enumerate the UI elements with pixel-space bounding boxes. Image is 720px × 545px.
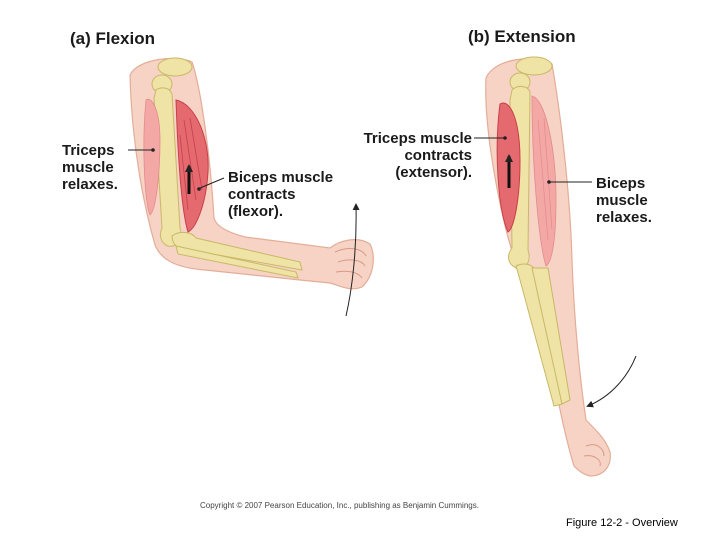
flexion-ulna — [175, 245, 299, 279]
extension-shoulder-bone — [515, 56, 553, 76]
extension-motion-arrow — [586, 355, 637, 408]
flexion-triceps-muscle — [143, 98, 161, 216]
flexion-biceps-label: Biceps muscle contracts (flexor). — [228, 169, 334, 220]
figure-caption: Figure 12-2 - Overview — [566, 517, 678, 529]
extension-triceps-label: Triceps muscle contracts (extensor). — [363, 130, 472, 181]
flexion-motion-arrow — [345, 203, 360, 317]
flexion-radius — [171, 231, 303, 271]
flexion-triceps-label: Triceps muscle relaxes. — [62, 142, 118, 193]
extension-biceps-muscle — [531, 95, 557, 267]
flexion-title: (a) Flexion — [70, 29, 156, 48]
extension-radius — [515, 263, 563, 407]
flexion-shoulder-bone — [157, 57, 193, 77]
extension-biceps-label: Biceps muscle relaxes. — [596, 175, 652, 226]
extension-arm — [474, 56, 637, 477]
flexion-arm — [128, 57, 374, 317]
extension-title: (b) Extension — [468, 27, 576, 46]
flexion-biceps-leader — [199, 177, 225, 189]
extension-ulna — [531, 267, 571, 405]
copyright-notice: Copyright © 2007 Pearson Education, Inc.… — [200, 501, 479, 510]
